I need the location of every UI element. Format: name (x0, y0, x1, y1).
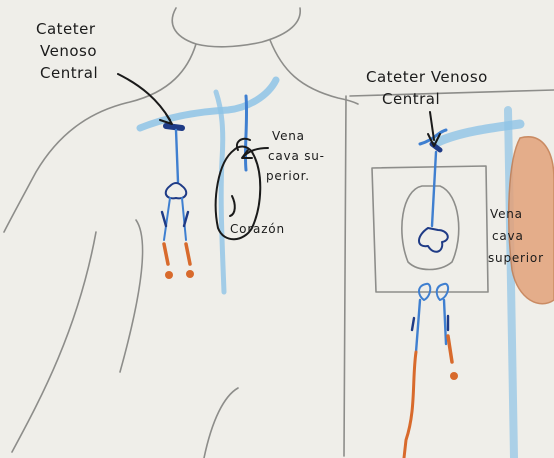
left-catheter-label: Cateter Venoso Central (36, 20, 102, 82)
left-heart-label: Corazón (230, 222, 285, 236)
left-tube-cap-left (165, 271, 173, 279)
right-tube-cap (450, 372, 458, 380)
left-vein-system (140, 80, 276, 292)
right-catheter-label: Cateter Venoso Central (366, 68, 493, 108)
left-vena-label: Vena cava su- perior. (266, 129, 329, 183)
left-tube-cap-right (186, 270, 194, 278)
right-vein-system (404, 110, 520, 458)
right-catheter-arrow (430, 112, 434, 140)
